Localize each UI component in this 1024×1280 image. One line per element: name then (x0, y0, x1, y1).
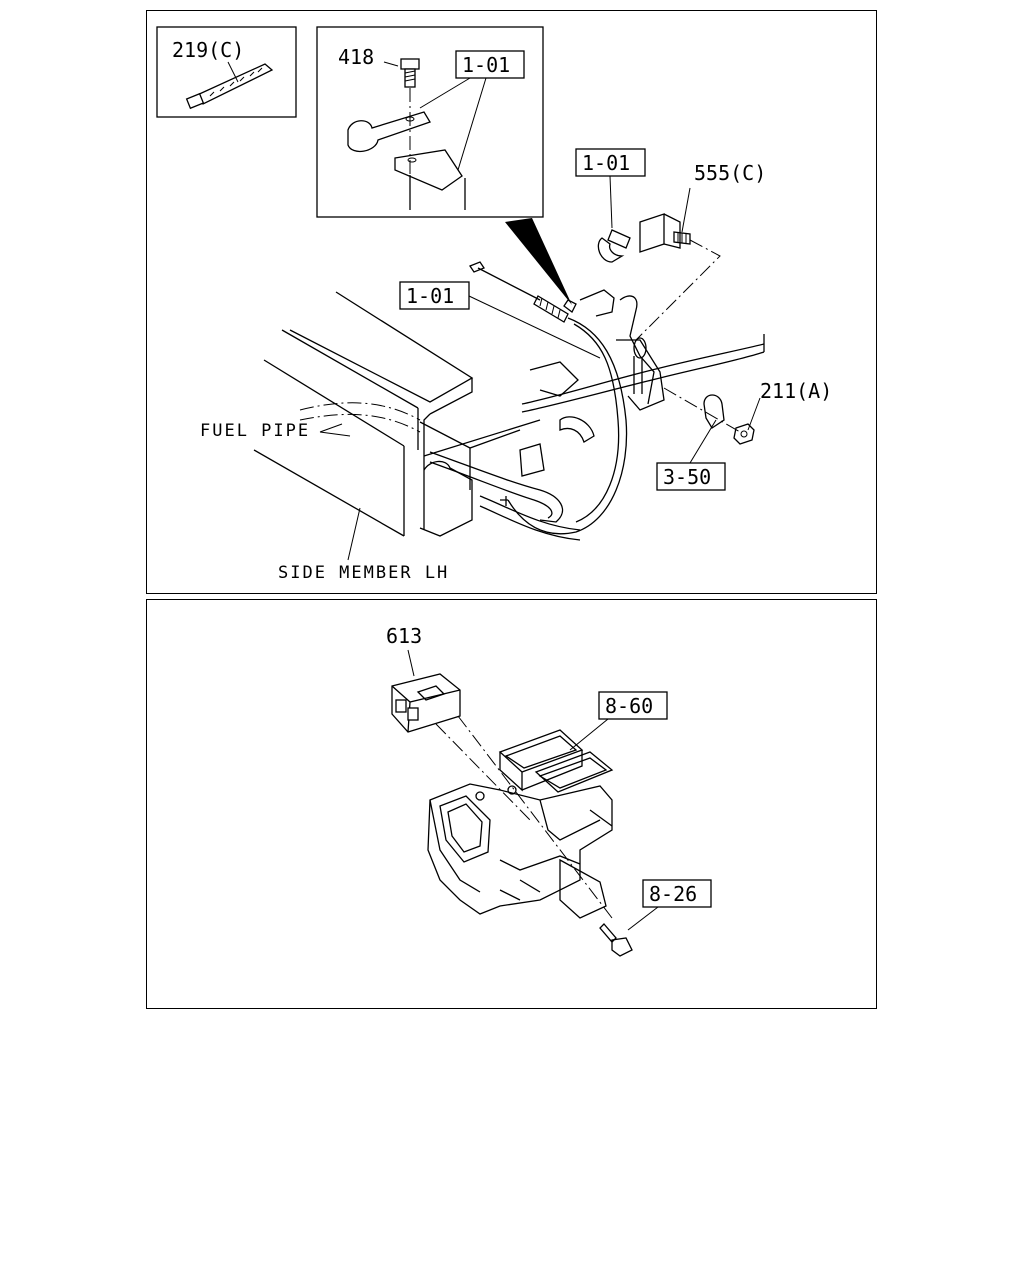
cable-tie-label: 219(C) (172, 38, 244, 62)
amplifier-613-label: 613 (386, 624, 422, 648)
heater-unit (427, 729, 614, 915)
clamp-and-nut-parts (663, 387, 755, 445)
cable-bracket-assembly (469, 261, 765, 535)
nut-211a-label: 211(A) (760, 379, 832, 403)
side-member-rail (253, 291, 541, 537)
heater-unit-callout-box (598, 691, 668, 720)
clamp-callout-box (656, 462, 726, 491)
clip-cable-label: 1-01 (406, 284, 454, 308)
inset-clip-callout-box (455, 50, 525, 79)
heater-unit-8-60-label: 8-60 (605, 694, 653, 718)
fuel-pipe-label: FUEL PIPE (200, 421, 310, 441)
inset-cable-tie: 219(C) (156, 26, 297, 118)
clip-and-bolt-parts (597, 213, 721, 341)
clip-upper-label: 1-01 (582, 151, 630, 175)
mounting-bracket (559, 858, 607, 919)
screw-8-26-label: 8-26 (649, 882, 697, 906)
clamp-3-50-label: 3-50 (663, 465, 711, 489)
side-member-label: SIDE MEMBER LH (278, 563, 449, 583)
amplifier-module (391, 673, 613, 919)
clip-cable-callout-box (399, 281, 470, 310)
screw-callout-box (642, 879, 712, 908)
inset-bolt-label: 418 (338, 45, 374, 69)
screw-part (599, 923, 633, 957)
bottom-diagram-panel (146, 599, 877, 1009)
inset-clip-bolt: 418 1-01 (316, 26, 544, 218)
clip-upper-callout-box (575, 148, 646, 177)
bolt-555c-label: 555(C) (694, 161, 766, 185)
inset-pointer-arrow (505, 218, 572, 305)
fuel-pipes (299, 402, 581, 541)
inset-clip-label: 1-01 (462, 53, 510, 77)
